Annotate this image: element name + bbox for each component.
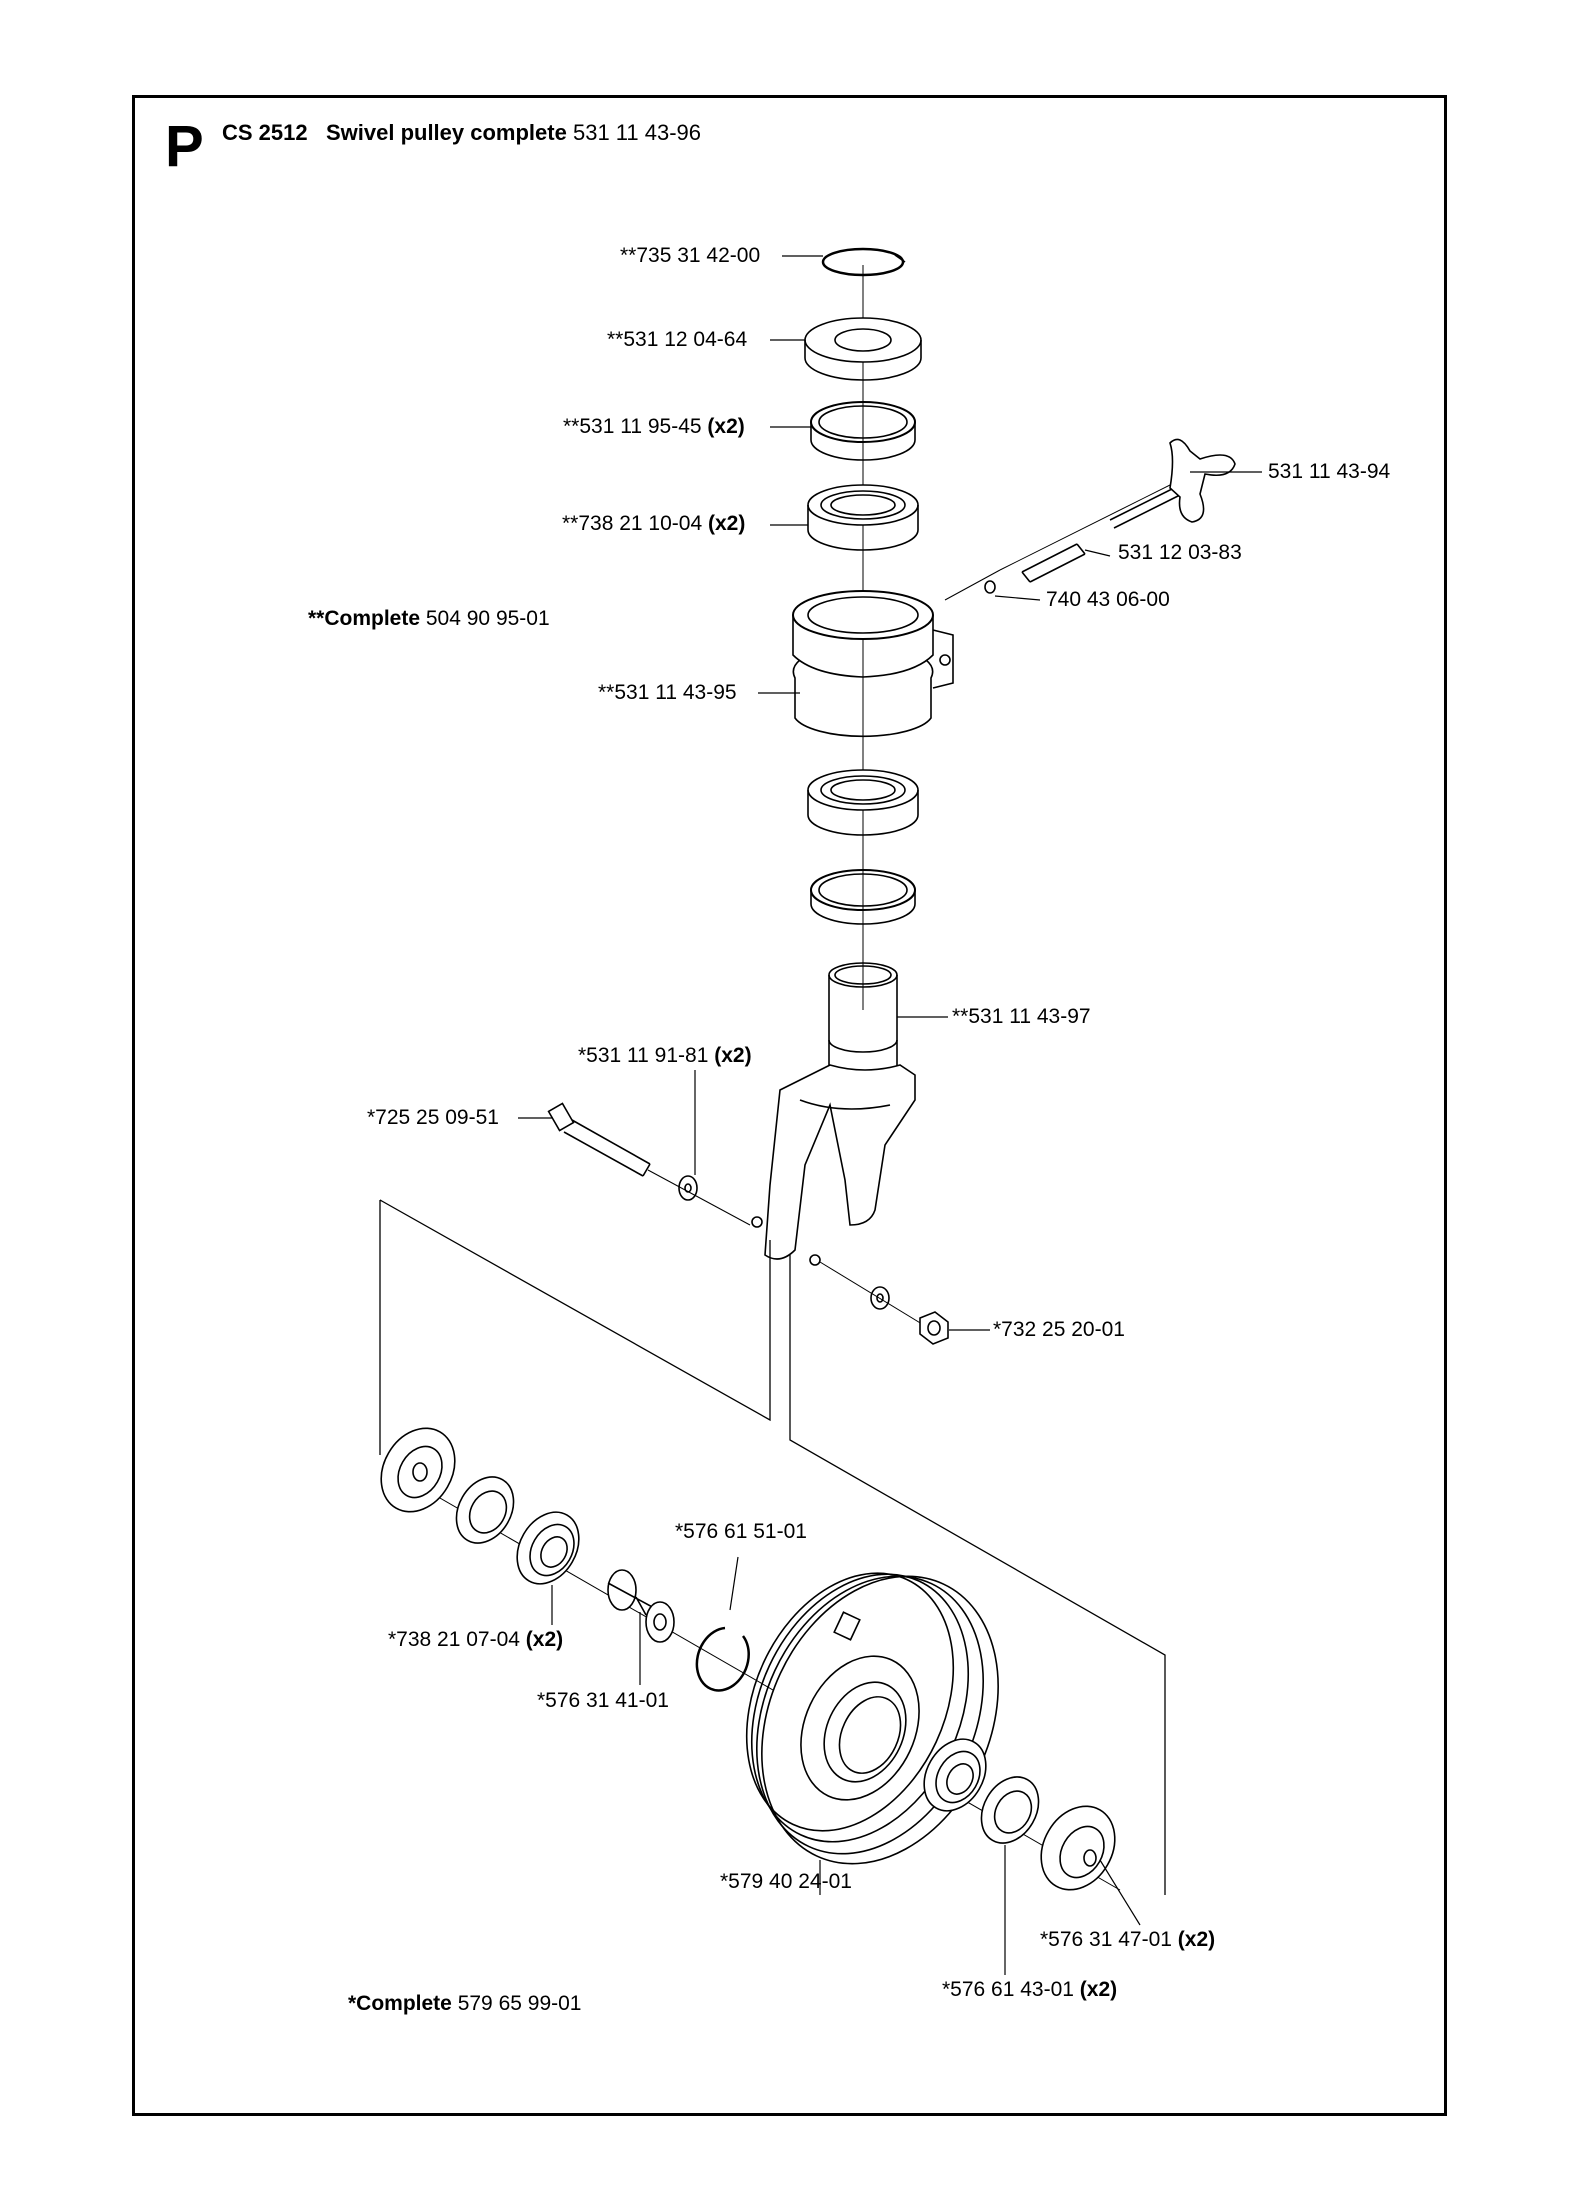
part-label: **531 12 04-64 [607, 328, 748, 351]
cover-right [1027, 1793, 1130, 1903]
pulley-wheel [707, 1538, 1043, 1903]
part-label: *725 25 09-51 [367, 1106, 499, 1129]
diagram-title: CS 2512 Swivel pulley complete 531 11 43… [222, 120, 701, 146]
section-letter: P [165, 114, 204, 179]
part-label: **735 31 42-00 [620, 244, 761, 267]
part-label: *732 25 20-01 [993, 1318, 1125, 1341]
sleeve [608, 1570, 674, 1642]
seal-ring-lower [811, 870, 915, 924]
group-label-lower: *Complete 579 65 99-01 [348, 1992, 582, 2015]
bearing-upper [808, 485, 918, 550]
part-label: 740 43 06-00 [1046, 588, 1170, 611]
part-label: **531 11 43-95 [598, 681, 737, 704]
spacer-right [970, 1767, 1050, 1854]
washer-nut [820, 1262, 948, 1344]
diagram-frame [132, 95, 1447, 2116]
guide-lines [380, 1200, 1165, 1895]
bearing-lower [808, 770, 918, 835]
part-label: *579 40 24-01 [720, 1870, 852, 1893]
snap-ring-top [823, 249, 905, 275]
bearing-left [505, 1501, 591, 1595]
washer-bolt [679, 1176, 697, 1200]
circlip [697, 1628, 749, 1690]
part-label: *576 31 47-01 (x2) [1040, 1928, 1216, 1951]
assembly-title: Swivel pulley complete [325, 120, 567, 145]
part-label: *738 21 07-04 (x2) [388, 1628, 564, 1651]
leader-lines [518, 256, 1262, 1975]
assembly-part-number: 531 11 43-96 [572, 120, 702, 145]
cover-left [367, 1415, 470, 1525]
part-label: 531 11 43-94 [1268, 460, 1391, 483]
bearing-right [912, 1728, 998, 1822]
model-name: CS 2512 [222, 120, 308, 145]
seal-ring-upper [811, 402, 915, 460]
swivel-housing [793, 591, 953, 736]
part-label: *576 31 41-01 [537, 1689, 669, 1712]
part-label: **531 11 43-97 [952, 1005, 1091, 1028]
spacer-left [445, 1467, 525, 1554]
part-label: *531 11 91-81 (x2) [578, 1044, 752, 1067]
part-label: 531 12 03-83 [1118, 541, 1242, 564]
part-label: *576 61 43-01 (x2) [942, 1978, 1118, 2001]
bolt [549, 1103, 750, 1225]
part-label: **738 21 10-04 (x2) [562, 512, 746, 535]
fork-assembly [752, 963, 915, 1265]
group-label-upper: **Complete 504 90 95-01 [308, 607, 550, 630]
knob-shaft [945, 439, 1235, 600]
part-label: **531 11 95-45 (x2) [563, 415, 745, 438]
part-label: *576 61 51-01 [675, 1520, 807, 1543]
